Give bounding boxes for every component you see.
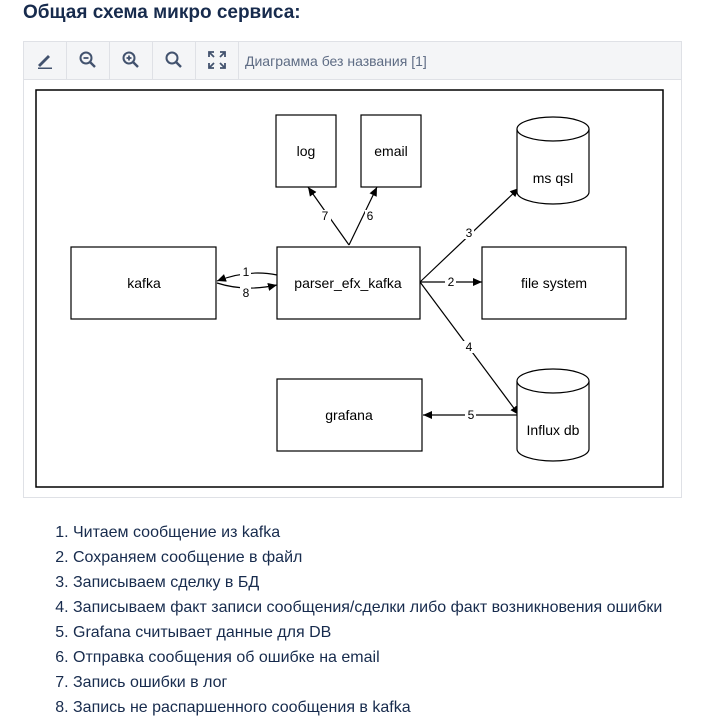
- page-heading: Общая схема микро сервиса:: [23, 2, 301, 23]
- node-parser: [276, 246, 421, 320]
- edge-label-6: 6: [367, 209, 374, 223]
- node-filesystem: [481, 246, 627, 320]
- zoom-fit-icon: [165, 51, 182, 68]
- node-log: [275, 114, 337, 188]
- diagram-viewer: Диаграмма без названия [1] 1 8 2: [23, 41, 682, 498]
- list-item: Сохраняем сообщение в файл: [73, 545, 662, 570]
- architecture-diagram: 1 8 2 3 4 5 6 7: [35, 89, 664, 488]
- edge-label-2: 2: [448, 275, 455, 289]
- node-influx-label: Influx db: [527, 422, 580, 438]
- node-influx: [516, 368, 590, 462]
- list-item: Запись ошибки в лог: [73, 670, 662, 695]
- list-item: Читаем сообщение из kafka: [73, 520, 662, 545]
- edit-button[interactable]: [24, 42, 67, 79]
- zoom-in-button[interactable]: [110, 42, 153, 79]
- fullscreen-button[interactable]: [196, 42, 239, 79]
- node-grafana-label: grafana: [325, 407, 373, 423]
- edge-label-8: 8: [243, 286, 250, 300]
- zoom-in-icon: [122, 51, 139, 68]
- edge-label-4: 4: [466, 340, 473, 354]
- zoom-out-button[interactable]: [67, 42, 110, 79]
- list-item: Записываем факт записи сообщения/сделки …: [73, 595, 662, 620]
- edge-label-1: 1: [243, 265, 250, 279]
- diagram-title: Диаграмма без названия [1]: [245, 53, 427, 69]
- list-item: Grafana считывает данные для DB: [73, 620, 662, 645]
- diagram-toolbar: Диаграмма без названия [1]: [24, 42, 681, 80]
- edge-label-3: 3: [466, 226, 473, 240]
- node-parser-label: parser_efx_kafka: [294, 275, 402, 291]
- node-kafka-label: kafka: [127, 275, 161, 291]
- zoom-out-icon: [79, 51, 96, 68]
- list-item: Записываем сделку в БД: [73, 570, 662, 595]
- node-email: [360, 114, 422, 188]
- edge-6: [348, 186, 378, 246]
- node-kafka: [70, 246, 217, 320]
- node-log-label: log: [297, 143, 316, 159]
- edge-label-7: 7: [322, 209, 329, 223]
- node-grafana: [276, 378, 423, 452]
- fullscreen-icon: [208, 51, 226, 69]
- list-item: Запись не распаршенного сообщения в kafk…: [73, 695, 662, 720]
- zoom-fit-button[interactable]: [153, 42, 196, 79]
- list-item: Отправка сообщения об ошибке на email: [73, 645, 662, 670]
- edge-label-5: 5: [468, 408, 475, 422]
- node-filesystem-label: file system: [521, 275, 587, 291]
- node-mssql: [516, 116, 590, 205]
- node-mssql-label: ms qsl: [533, 170, 573, 186]
- node-email-label: email: [374, 143, 407, 159]
- steps-list: Читаем сообщение из kafka Сохраняем сооб…: [22, 520, 662, 720]
- edit-icon: [38, 55, 52, 69]
